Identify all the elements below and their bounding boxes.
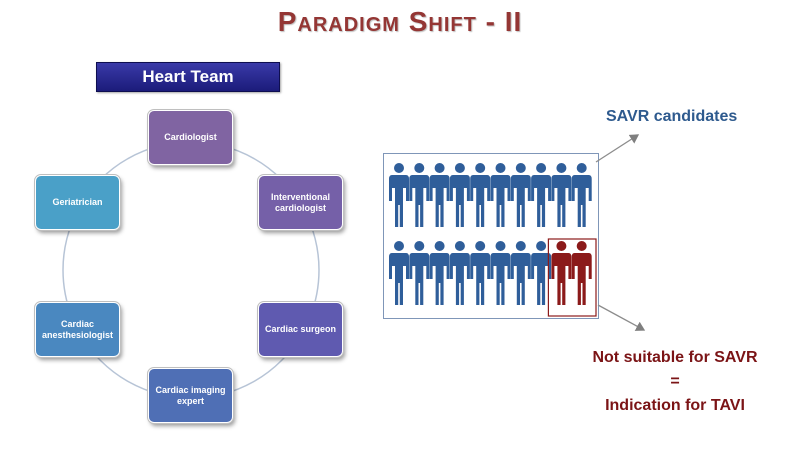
heart-team-banner: Heart Team — [96, 62, 280, 92]
tavi-indication-label: Indication for TAVI — [605, 397, 745, 414]
patient-figure — [449, 163, 470, 227]
member-cardiac-imaging-expert: Cardiac imaging expert — [147, 367, 234, 424]
patient-figure — [449, 241, 470, 305]
member-label: Interventional cardiologist — [270, 191, 330, 213]
member-label: Cardiac surgeon — [264, 324, 337, 334]
member-cardiac-surgeon: Cardiac surgeon — [257, 301, 344, 358]
patient-figure — [429, 163, 450, 227]
patient-figure — [571, 163, 592, 227]
member-label: Cardiac imaging expert — [155, 384, 226, 406]
patient-figure — [531, 163, 552, 227]
patient-figure — [389, 163, 409, 227]
patient-figure — [510, 163, 531, 227]
member-interventional-cardiologist: Interventional cardiologist — [257, 174, 344, 231]
savr-candidates-label: SAVR candidates — [606, 108, 738, 125]
patient-figure — [551, 163, 572, 227]
patient-figure — [490, 163, 511, 227]
arrow-to-tavi — [597, 304, 646, 331]
member-geriatrician: Geriatrician — [34, 174, 121, 231]
patient-figure — [409, 241, 430, 305]
patient-figure — [490, 241, 511, 305]
patient-figure — [510, 241, 531, 305]
patient-figure — [551, 241, 572, 305]
patient-figure — [389, 241, 409, 305]
page-title: Paradigm Shift - II — [277, 6, 523, 37]
patient-figure — [531, 241, 552, 305]
patient-figure — [470, 163, 491, 227]
patient-figures — [389, 163, 597, 317]
arrow-to-savr — [595, 134, 640, 163]
member-cardiologist: Cardiologist — [147, 109, 234, 166]
tavi-indication-callout: Not suitable for SAVR = Indication for T… — [570, 346, 780, 418]
patient-figure — [429, 241, 450, 305]
member-label: Cardiologist — [164, 132, 217, 142]
member-label: Cardiac anesthesiologist — [41, 318, 113, 340]
patient-figure — [571, 241, 592, 305]
member-label: Geriatrician — [52, 197, 103, 207]
member-cardiac-anesthesiologist: Cardiac anesthesiologist — [34, 301, 121, 358]
patient-figure — [409, 163, 430, 227]
unsuitable-highlight-box — [547, 238, 597, 317]
equals-sign: = — [670, 373, 680, 390]
not-suitable-label: Not suitable for SAVR — [592, 349, 758, 366]
patient-figure — [470, 241, 491, 305]
